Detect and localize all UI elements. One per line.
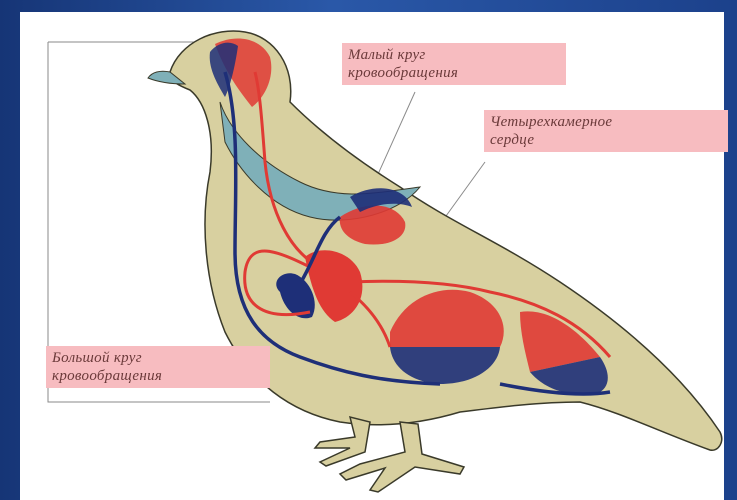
label-big-line1: Большой круг — [52, 349, 264, 367]
bird-circulation-diagram — [20, 12, 724, 500]
label-big-line2: кровообращения — [52, 367, 264, 385]
bird-legs — [315, 417, 464, 492]
label-small-line1: Малый круг — [348, 46, 560, 64]
label-four-chamber-heart: Четырехкамерное сердце — [484, 110, 728, 152]
label-heart-line1: Четырехкамерное — [490, 113, 722, 131]
label-small-line2: кровообращения — [348, 64, 560, 82]
label-heart-line2: сердце — [490, 131, 722, 149]
label-small-circulation: Малый круг кровообращения — [342, 43, 566, 85]
label-big-circulation: Большой круг кровообращения — [46, 346, 270, 388]
